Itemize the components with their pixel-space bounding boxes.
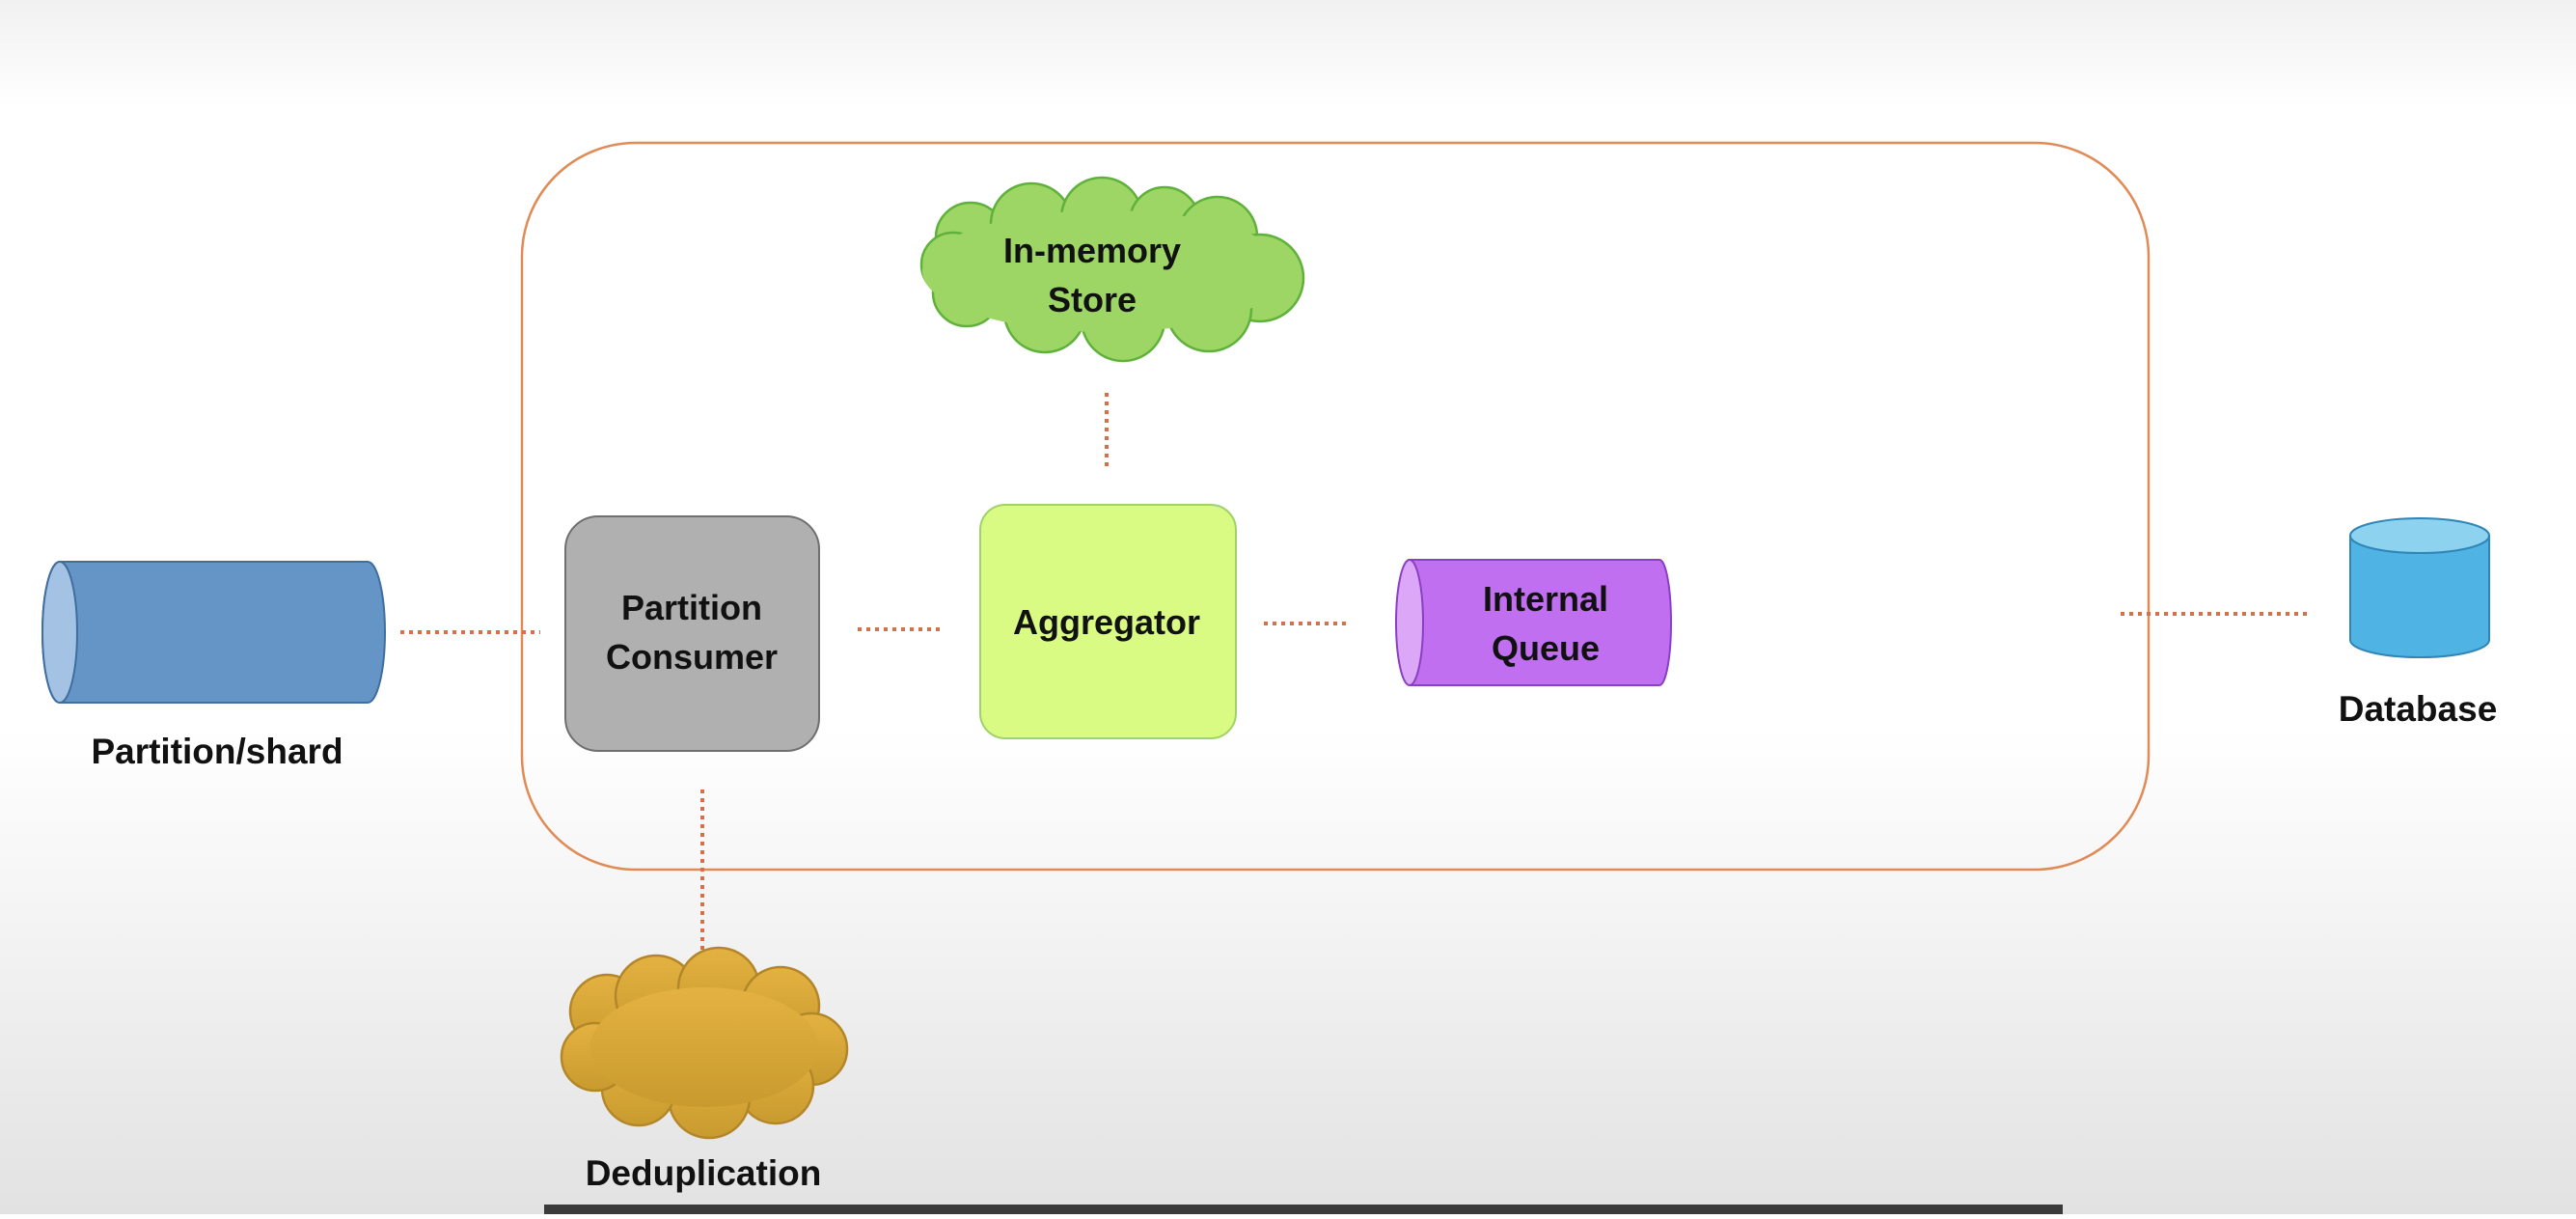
in-memory-store-label: In-memory Store [1003,226,1181,324]
partition-consumer-label-line2: Consumer [605,637,779,677]
internal-queue-cylinder-icon [1395,559,1672,686]
database-cylinder-icon [2349,517,2490,658]
service-container [520,141,2151,872]
cloud-fill [922,210,1289,332]
internal-queue-label: Internal Queue [1483,574,1608,673]
aggregator-box [979,504,1237,739]
aggregator-label: Aggregator [1012,602,1201,642]
database-cylinder-body [2349,535,2490,658]
in-memory-store-cloud-icon [919,176,1305,363]
internal-queue-label-line1: Internal [1482,579,1609,619]
video-caption-bar [544,1205,2063,1214]
partition-consumer-label: Partition Consumer [606,583,778,681]
in-memory-store-label-line1: In-memory [1002,231,1182,270]
deduplication-label: Deduplication [585,1153,822,1193]
database-label: Database [2338,689,2498,729]
internal-queue-cylinder-end [1395,559,1424,686]
deduplication-cloud-icon [560,946,849,1140]
partition-shard-label: Partition/shard [91,732,343,771]
database-cylinder-top [2349,517,2490,554]
internal-queue-label-line2: Queue [1491,628,1601,668]
in-memory-store-label-line2: Store [1047,280,1137,319]
cloud-fill [590,987,818,1107]
partition-consumer-label-line1: Partition [620,588,762,627]
connectors [400,393,2308,973]
partition-shard-cylinder-end [41,561,78,704]
partition-shard-cylinder-body [41,561,386,704]
partition-consumer-box [564,515,820,752]
partition-shard-cylinder-icon [41,561,386,704]
